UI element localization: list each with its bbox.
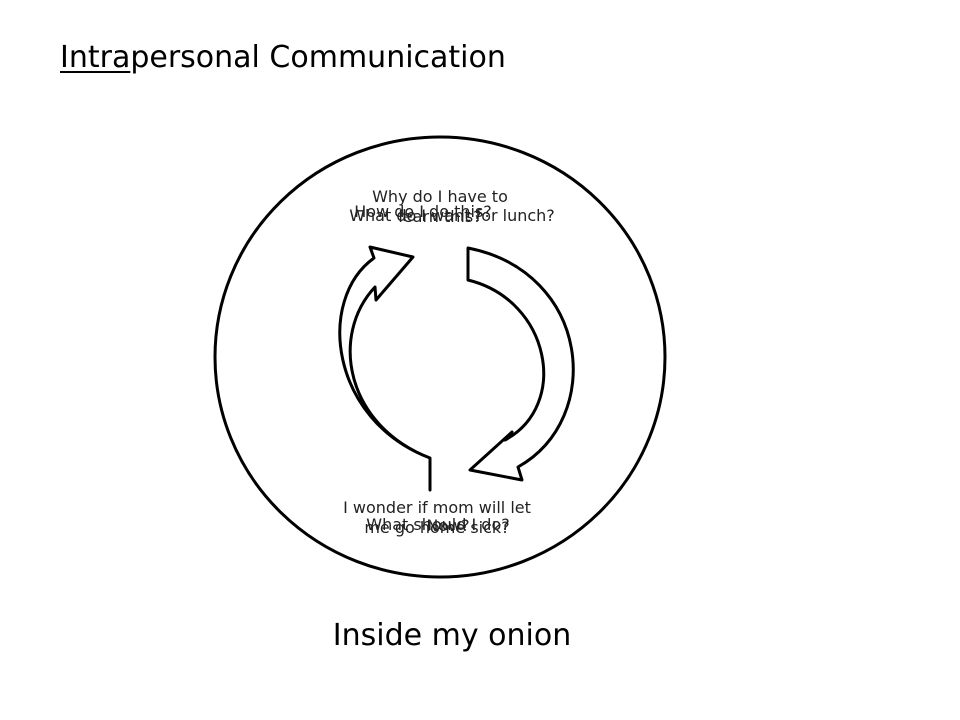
title-rest: personal Communication bbox=[130, 40, 506, 75]
title-prefix: Intra bbox=[60, 40, 131, 75]
question-top-why: Why do I have to learn this? bbox=[372, 187, 508, 226]
onion-circle bbox=[213, 135, 667, 579]
question-bottom-should: What should I do? bbox=[366, 515, 510, 534]
question-bottom-mom: I wonder if mom will let me go home sick… bbox=[343, 498, 531, 537]
left-cycle-arrow bbox=[338, 245, 432, 492]
question-bottom-now: Now? bbox=[426, 516, 470, 535]
diagram-caption: Inside my onion bbox=[332, 618, 572, 653]
slide-title: Intrapersonal Communication bbox=[60, 38, 506, 78]
question-top-lunch: What do I want for lunch? bbox=[349, 206, 555, 225]
right-cycle-arrow bbox=[466, 246, 575, 482]
question-top-how: How do I do this? bbox=[354, 202, 492, 221]
